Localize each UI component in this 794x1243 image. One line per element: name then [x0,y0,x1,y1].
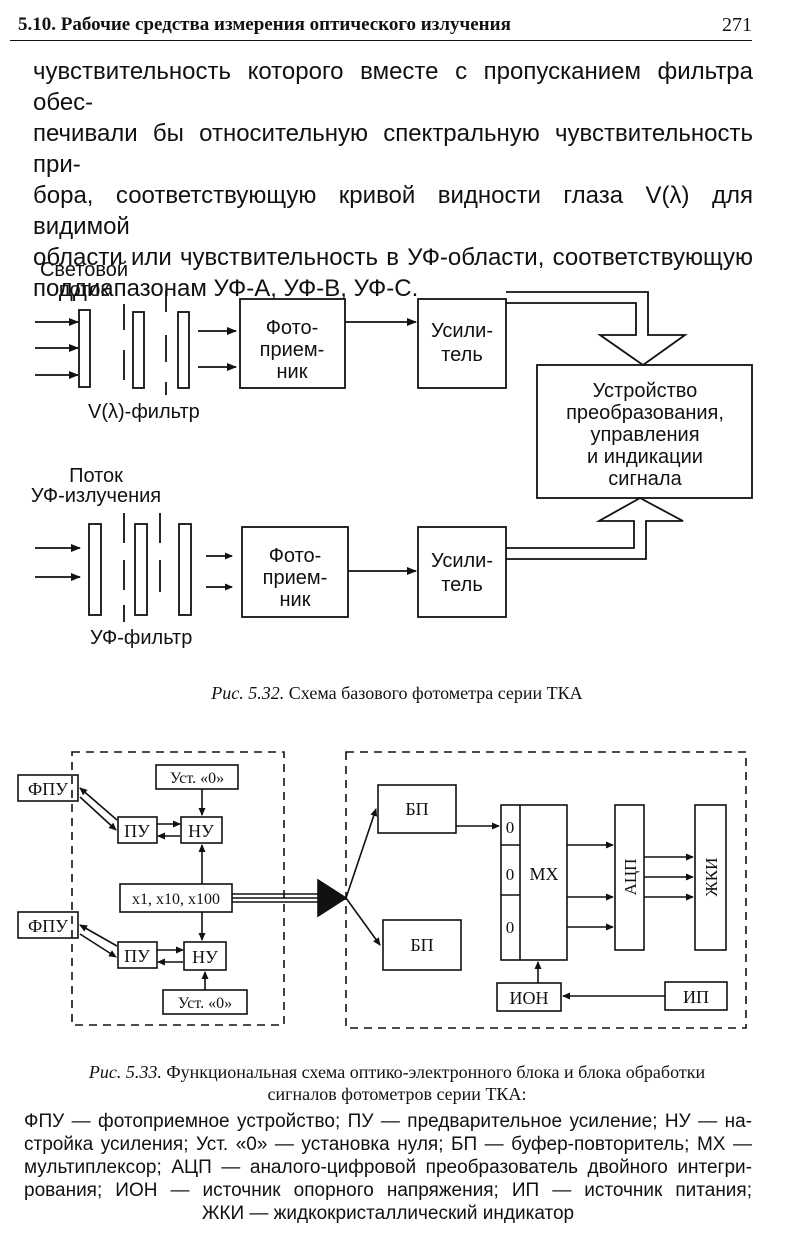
buffer-label: БП [405,799,428,819]
processing-device-box [536,364,753,499]
figure-5-32: Световой поток V(λ)-фильтр Фото- прием- … [31,259,753,649]
amplifier-label: тель [441,344,482,366]
caption-text: Схема базового фотометра серии ТКА [288,683,583,703]
amplifier-box [417,298,507,389]
amplifier-label: Усили- [431,320,493,342]
light-flux-label-1: Световой [40,259,128,281]
processing-unit-boundary [345,751,747,1029]
pu-label: ПУ [124,946,150,966]
arrow [79,933,117,958]
photodetector-label: ник [280,589,311,611]
multiplexer-label: МХ [529,864,558,884]
photodetector-box [239,298,346,389]
filter-plate [132,311,145,389]
legend-line: ЖКИ — жидкокристаллический индикатор [201,1203,575,1224]
zero-set-label: Уст. «0» [170,770,224,787]
buffer-label: БП [410,935,433,955]
filter-plate [178,523,192,616]
arrow [345,808,378,899]
pu-box [117,816,158,844]
caption-label: Рис. 5.33. [88,1062,162,1082]
paragraph-line: печивали бы относительную спектральную ч… [33,120,753,178]
arrow [345,897,381,946]
amplifier-box [417,526,507,618]
abbreviations-legend: ФПУ — фотоприемное устройство; ПУ — пред… [24,1110,752,1225]
photodetector-box [241,526,349,618]
light-flux-label-2: поток [59,279,110,301]
device-label: и индикации [587,446,703,468]
zero-set-label: Уст. «0» [178,995,232,1012]
arrow [79,796,117,831]
pu-box [117,941,158,969]
photodetector-label: прием- [260,339,325,361]
arrow [79,924,118,947]
nu-box [183,941,227,971]
buffer-box [382,919,462,971]
nu-label: НУ [192,947,218,967]
caption-text: сигналов фотометров серии ТКА: [267,1084,527,1104]
page-number: 271 [722,14,752,36]
paragraph-line: бора, соответствующую кривой видности гл… [33,182,753,240]
fpu-label: ФПУ [28,779,68,799]
figure-5-32-caption: Рис. 5.32. Схема базового фотометра сери… [0,683,794,704]
figure-5-33-caption: Рис. 5.33. Функциональная схема оптико-э… [0,1061,794,1105]
photodetector-label: прием- [263,567,328,589]
filter-plate [134,523,148,616]
legend-line: рования; ИОН — источник опорного напряже… [24,1180,752,1201]
uv-filter-label: УФ-фильтр [90,627,192,649]
device-label: сигнала [608,468,682,490]
optical-unit-boundary [71,751,285,1026]
buffer-box [377,784,457,834]
uv-flux-label-1: Поток [69,465,123,487]
gain-select-label: x1, x10, x100 [132,891,220,908]
page-header: 5.10. Рабочие средства измерения оптичес… [10,8,752,41]
nu-box [180,816,223,844]
mux-input-label: 0 [506,865,515,884]
reference-source-label: ИОН [510,988,549,1008]
signal-hollow-arrow [506,496,684,560]
device-label: преобразования, [566,402,724,424]
body-paragraph: чувствительность которого вместе с пропу… [33,56,753,304]
pu-label: ПУ [124,821,150,841]
signal-hollow-arrow [506,291,688,367]
photodetector-label: ник [277,361,308,383]
lcd-label: ЖКИ [702,858,721,897]
fpu-label: ФПУ [28,916,68,936]
amplifier-label: тель [441,574,482,596]
paragraph-line: поддиапазонам УФ-А, УФ-В, УФ-С. [33,275,419,302]
fpu-box [17,911,79,939]
filter-plate [78,309,91,388]
photodetector-label: Фото- [269,545,322,567]
arrow [79,787,118,821]
paragraph-line: области или чувствительность в УФ-област… [33,244,753,271]
caption-label: Рис. 5.32. [211,683,285,703]
multiplexer-box [500,804,568,961]
device-label: Устройство [593,380,698,402]
filter-plate [177,311,190,389]
section-title: 5.10. Рабочие средства измерения оптичес… [18,14,511,35]
legend-line: мультиплексор; АЦП — аналого-цифровой пр… [24,1157,752,1178]
legend-line: стройка усиления; Уст. «0» — установка н… [24,1134,752,1155]
fpu-box [17,774,79,802]
paragraph-line: чувствительность которого вместе с пропу… [33,58,753,116]
photodetector-label: Фото- [266,317,319,339]
legend-line: ФПУ — фотоприемное устройство; ПУ — пред… [24,1111,752,1132]
device-label: управления [590,424,699,446]
adc-label: АЦП [621,859,640,896]
lcd-box [694,804,727,951]
uv-flux-label-2: УФ-излучения [31,485,161,507]
vlambda-filter-label: V(λ)-фильтр [88,401,200,423]
power-supply-label: ИП [683,987,709,1007]
amplifier-label: Усили- [431,550,493,572]
mux-input-label: 0 [506,918,515,937]
filter-plate [88,523,102,616]
caption-text: Функциональная схема оптико-электронного… [166,1062,706,1082]
nu-label: НУ [188,821,214,841]
mux-input-label: 0 [506,818,515,837]
zero-set-box [155,764,239,790]
reference-source-box [496,982,562,1012]
bus-arrow-head [317,878,348,918]
figure-5-33: ФПУ ПУ НУ Уст. «0» x1, x10, x100 ФПУ ПУ … [17,751,747,1029]
